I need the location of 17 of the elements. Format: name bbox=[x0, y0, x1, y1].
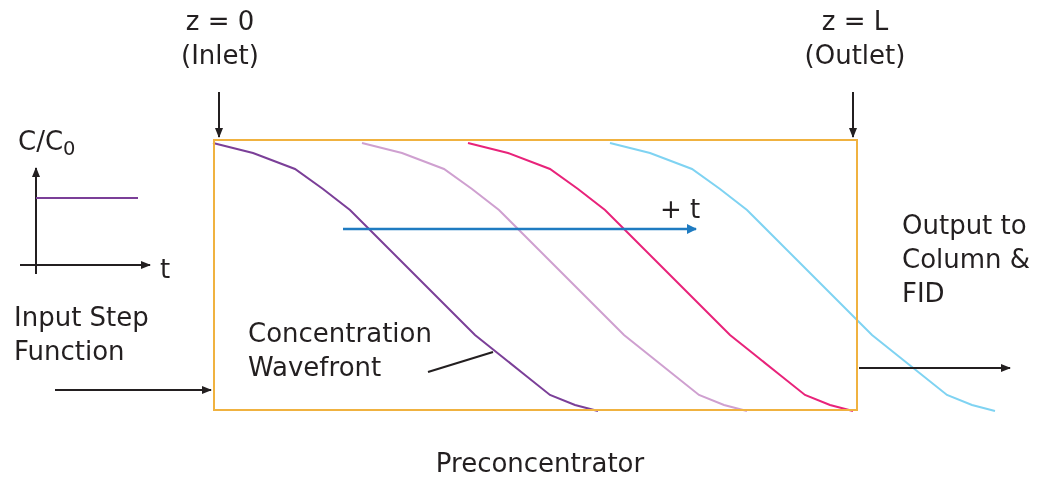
axis-label: C/C$_{0}$ bbox=[18, 125, 76, 161]
node-label: Output to Column & FID bbox=[902, 209, 1032, 310]
node-label: z = 0 bbox=[184, 5, 256, 38]
node-label: z = L bbox=[820, 5, 890, 38]
leader-line bbox=[427, 351, 494, 373]
preconcentrator-box bbox=[213, 139, 858, 411]
arrow bbox=[858, 364, 1011, 372]
box-caption: Preconcentrator bbox=[434, 447, 646, 480]
arrow bbox=[54, 386, 212, 394]
arrow bbox=[215, 91, 223, 138]
node-label: (Outlet) bbox=[803, 39, 907, 72]
node-label: Concentration Wavefront bbox=[248, 317, 433, 384]
arrow bbox=[849, 91, 857, 138]
node-label: Input Step Function bbox=[14, 301, 150, 368]
direction-label: + t bbox=[660, 193, 701, 226]
node-label: (Inlet) bbox=[180, 39, 260, 72]
axis-label: t bbox=[160, 253, 171, 286]
